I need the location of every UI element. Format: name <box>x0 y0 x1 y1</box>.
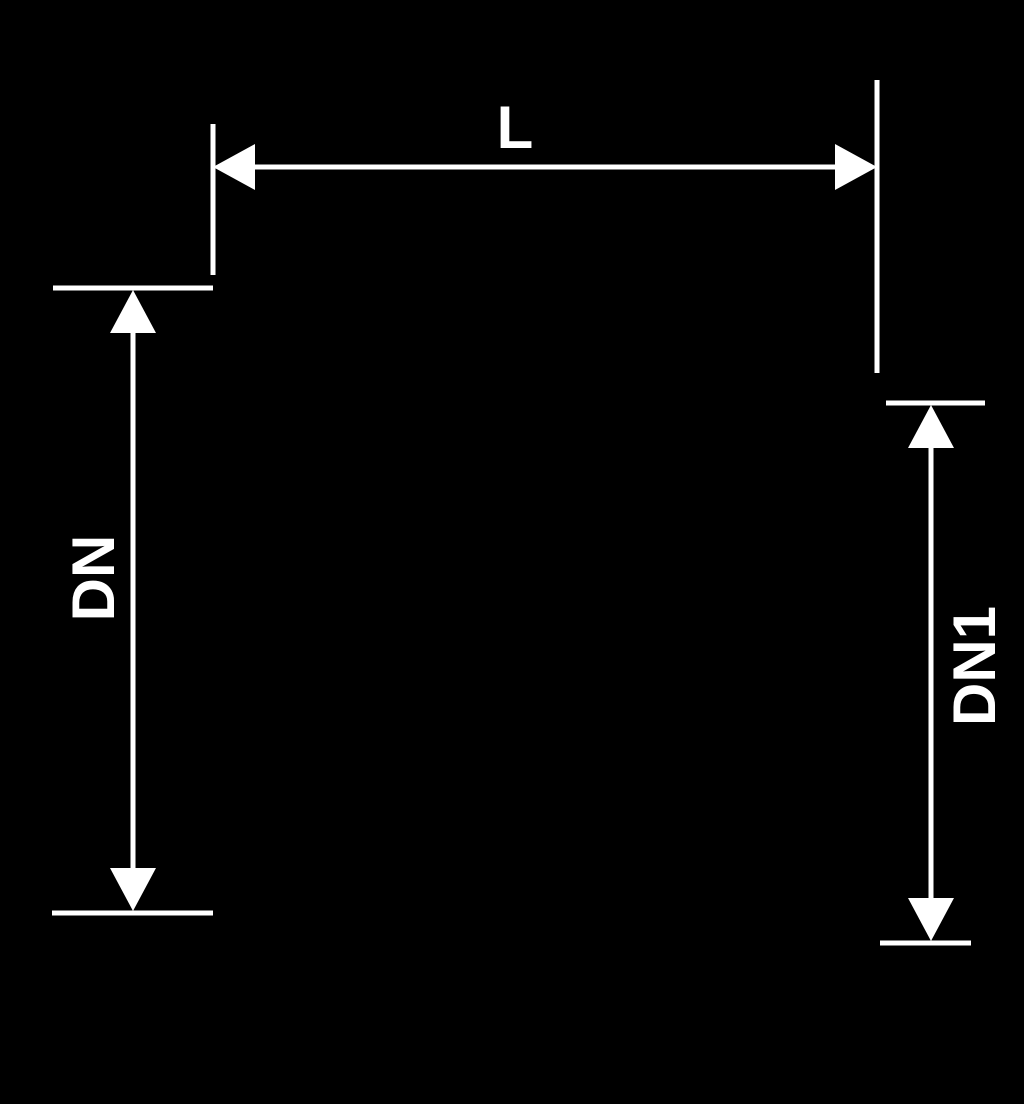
inlet-arrow-top-icon <box>110 290 156 333</box>
outlet-arrow-bottom-icon <box>908 898 954 941</box>
inlet-arrow-bottom-icon <box>110 868 156 911</box>
outlet-diameter-dimension: DN1 <box>880 400 1008 946</box>
length-arrow-left-icon <box>213 144 255 190</box>
length-arrow-right-icon <box>835 144 877 190</box>
length-label: L <box>497 94 534 161</box>
outlet-diameter-label: DN1 <box>941 606 1008 726</box>
outlet-arrow-top-icon <box>908 405 954 448</box>
length-dimension: L <box>210 80 880 373</box>
inlet-diameter-label: DN <box>60 535 127 622</box>
inlet-diameter-dimension: DN <box>52 285 213 916</box>
